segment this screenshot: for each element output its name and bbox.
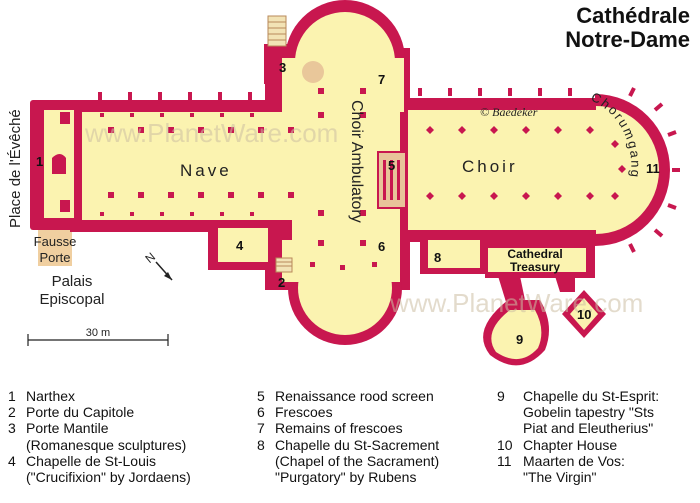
- legend-text: Porte Mantile: [26, 420, 109, 437]
- legend-column-1: 1 Narthex 2 Porte du Capitole 3 Porte Mantile…: [8, 388, 191, 485]
- choir-pillars: [426, 126, 626, 200]
- fausse-label: Fausse: [34, 234, 77, 249]
- marker-9: 9: [516, 332, 523, 347]
- north-arrow: N: [142, 250, 173, 281]
- legend-text: Narthex: [26, 388, 76, 404]
- map-title: Cathédrale Notre-Dame: [565, 4, 690, 52]
- choir-label: Choir: [462, 157, 518, 176]
- legend-text: Remains of frescoes: [275, 420, 403, 437]
- legend-text: "Purgatory" by Rubens: [275, 469, 417, 486]
- stairs: [267, 15, 293, 273]
- legend-text: Chapelle du St-Sacrement: [275, 436, 440, 453]
- cathedral-floor-plan: www.PlanetWare.com www.PlanetWare.com Na…: [7, 0, 680, 366]
- legend-number: 7: [257, 420, 265, 437]
- legend-number: 6: [257, 404, 265, 421]
- fausse-porte-area: [38, 228, 72, 266]
- legend-item-1: 1 Narthex: [8, 388, 191, 404]
- legend-number: 1: [8, 388, 16, 404]
- watermark: www.PlanetWare.com: [84, 118, 338, 148]
- marker-2: 2: [278, 275, 285, 290]
- map-numbers: 1 2 3 4 5 6 7 8 9 10 11: [36, 60, 660, 347]
- legend-text: (Romanesque sculptures): [26, 436, 187, 453]
- legend-number: 4: [8, 452, 16, 469]
- legend-text: Porte du Capitole: [26, 404, 135, 421]
- legend-text: "The Virgin": [523, 469, 597, 486]
- legend-text: ("Crucifixion" by Jordaens): [26, 469, 191, 486]
- legend-number: 3: [8, 420, 16, 437]
- legend-number: [497, 404, 523, 420]
- legend-text: Gobelin tapestry "Sts: [523, 404, 655, 421]
- apse-buttresses: [98, 87, 680, 253]
- marker-4: 4: [236, 238, 244, 253]
- legend-number: 5: [257, 388, 265, 404]
- legend-column-2: 5 Renaissance rood screen 6 Frescoes 7 Remain…: [257, 388, 439, 485]
- copyright-label: © Baedeker: [480, 105, 538, 119]
- marker-5: 5: [388, 158, 395, 173]
- legend-item-11: 11 Maarten de Vos:: [497, 453, 659, 469]
- legend-number: 8: [257, 436, 265, 453]
- scale-label: 30 m: [86, 327, 110, 339]
- marker-10: 10: [577, 307, 591, 322]
- marker-7: 7: [378, 72, 385, 87]
- watermark-2: www.PlanetWare.com: [389, 288, 643, 318]
- legend-item-3: (Romanesque sculptures): [8, 437, 191, 453]
- legend-number: [497, 469, 523, 485]
- legend-text: Chapelle de St-Louis: [26, 452, 156, 469]
- legend-item-3: 3 Porte Mantile: [8, 420, 191, 436]
- legend-text: Maarten de Vos:: [523, 452, 625, 469]
- legend-text: Piat and Eleutherius": [523, 420, 654, 437]
- legend-item-2: 2 Porte du Capitole: [8, 404, 191, 420]
- legend-item-8: 8 Chapelle du St-Sacrement: [257, 437, 439, 453]
- legend-number: [257, 469, 275, 485]
- legend-item-4: ("Crucifixion" by Jordaens): [8, 469, 191, 485]
- legend-text: Chapelle du St-Esprit:: [523, 388, 660, 404]
- nave-label: Nave: [180, 161, 232, 180]
- scale-bar: 30 m: [27, 327, 169, 346]
- episcopal-label: Episcopal: [39, 291, 104, 308]
- legend-item-9: Piat and Eleutherius": [497, 420, 659, 436]
- legend-number: [497, 420, 523, 436]
- north-label: N: [142, 250, 158, 266]
- porte-label: Porte: [39, 250, 70, 265]
- title-line-2: Notre-Dame: [565, 27, 690, 52]
- legend-item-7: 7 Remains of frescoes: [257, 420, 439, 436]
- place-eveche-label: Place de l'Évêché: [7, 109, 24, 228]
- legend-item-8: "Purgatory" by Rubens: [257, 469, 439, 485]
- treasury-label-1: Cathedral: [507, 247, 562, 261]
- narthex-details: [34, 112, 70, 212]
- choir-ambulatory-label: Choir Ambulatory: [348, 100, 365, 223]
- legend-number: [8, 437, 26, 453]
- legend-item-10: 10 Chapter House: [497, 437, 659, 453]
- legend-text: (Chapel of the Sacrament): [275, 452, 440, 469]
- marker-3: 3: [279, 60, 286, 75]
- title-line-1: Cathédrale: [576, 3, 690, 28]
- legend-column-3: 9 Chapelle du St-Esprit:Gobelin tapestry …: [497, 388, 659, 485]
- legend-number: [257, 453, 275, 469]
- legend-item-11: "The Virgin": [497, 469, 659, 485]
- legend-item-5: 5 Renaissance rood screen: [257, 388, 439, 404]
- legend-number: 10: [497, 436, 513, 453]
- legend-text: Frescoes: [275, 404, 333, 421]
- legend-item-9: 9 Chapelle du St-Esprit:: [497, 388, 659, 404]
- legend-number: 2: [8, 404, 16, 421]
- marker-1: 1: [36, 154, 43, 169]
- palais-label: Palais: [52, 273, 93, 290]
- legend-text: Renaissance rood screen: [275, 388, 434, 404]
- legend-item-6: 6 Frescoes: [257, 404, 439, 420]
- marker-11: 11: [646, 161, 660, 176]
- treasury-label-2: Treasury: [510, 260, 560, 274]
- legend-number: 11: [497, 452, 512, 469]
- nave-pillars: [100, 113, 294, 216]
- legend-number: 9: [497, 388, 505, 404]
- marker-6: 6: [378, 239, 385, 254]
- legend-item-4: 4 Chapelle de St-Louis: [8, 453, 191, 469]
- marker-8: 8: [434, 250, 441, 265]
- legend-item-9: Gobelin tapestry "Sts: [497, 404, 659, 420]
- legend-item-8: (Chapel of the Sacrament): [257, 453, 439, 469]
- legend-text: Chapter House: [523, 436, 618, 453]
- legend-number: [8, 469, 26, 485]
- transept-pillars: [310, 88, 377, 270]
